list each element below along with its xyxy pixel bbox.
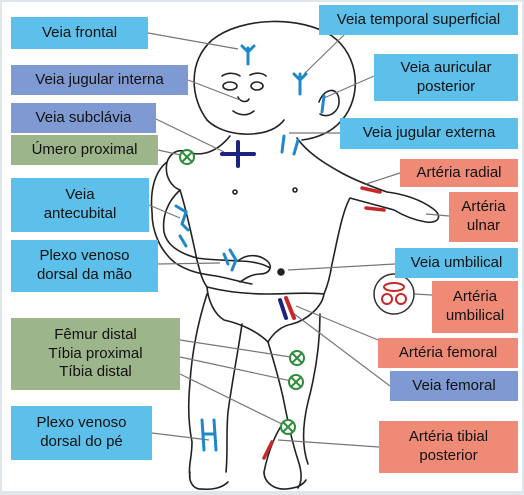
humerus-io-mark <box>180 150 194 164</box>
label-veia-auricular-posterior: Veia auricular posterior <box>374 54 518 101</box>
face-outline <box>207 120 284 134</box>
distal-femur-io-mark <box>290 351 304 365</box>
femoral-artery-mark <box>286 298 294 318</box>
label-plexo-venoso-pe: Plexo venoso dorsal do pé <box>11 406 152 460</box>
label-veia-jugular-externa: Veia jugular externa <box>340 118 518 149</box>
label-umero-proximal: Úmero proximal <box>11 135 158 165</box>
label-veia-subclavia: Veia subclávia <box>11 103 156 133</box>
label-arteria-tibial-posterior: Artéria tibial posterior <box>379 421 518 473</box>
right-foot <box>264 472 306 489</box>
external-jugular-mark <box>282 136 298 154</box>
torso-left <box>166 136 230 287</box>
distal-tibia-io-mark <box>281 420 295 434</box>
temporal-vein-mark <box>294 74 306 94</box>
antecubital-vein-mark <box>176 206 188 246</box>
femoral-vein-mark <box>280 300 286 318</box>
label-veia-jugular-interna: Veia jugular interna <box>11 65 188 95</box>
ulnar-artery-mark <box>366 208 384 210</box>
label-arteria-umbilical: Artéria umbilical <box>432 281 518 333</box>
label-veia-temporal-superficial: Veia temporal superficial <box>319 5 518 35</box>
right-leg <box>268 314 320 488</box>
auricular-vein-mark <box>322 96 324 112</box>
proximal-tibia-io-mark <box>289 375 303 389</box>
label-plexo-venoso-mao: Plexo venoso dorsal da mão <box>11 240 158 292</box>
label-veia-umbilical: Veia umbilical <box>395 248 518 278</box>
head-outline <box>194 21 355 140</box>
label-veia-femoral: Veia femoral <box>390 371 518 401</box>
label-arteria-ulnar: Artéria ulnar <box>449 192 518 242</box>
left-foot <box>190 472 228 489</box>
foot-vein-mark <box>202 420 216 450</box>
umbilical-inset <box>374 274 414 314</box>
eye-left <box>223 82 237 90</box>
label-arteria-radial: Artéria radial <box>400 159 518 187</box>
label-veia-frontal: Veia frontal <box>11 17 148 49</box>
label-veia-antecubital: Veia antecubital <box>11 178 149 232</box>
label-arteria-femoral: Artéria femoral <box>378 338 518 368</box>
eye-right <box>251 82 263 90</box>
left-hand <box>238 256 270 282</box>
diaper <box>207 287 324 342</box>
frontal-vein-mark <box>242 46 254 64</box>
label-femur-tibia: Fêmur distal Tíbia proximal Tíbia distal <box>11 318 180 390</box>
